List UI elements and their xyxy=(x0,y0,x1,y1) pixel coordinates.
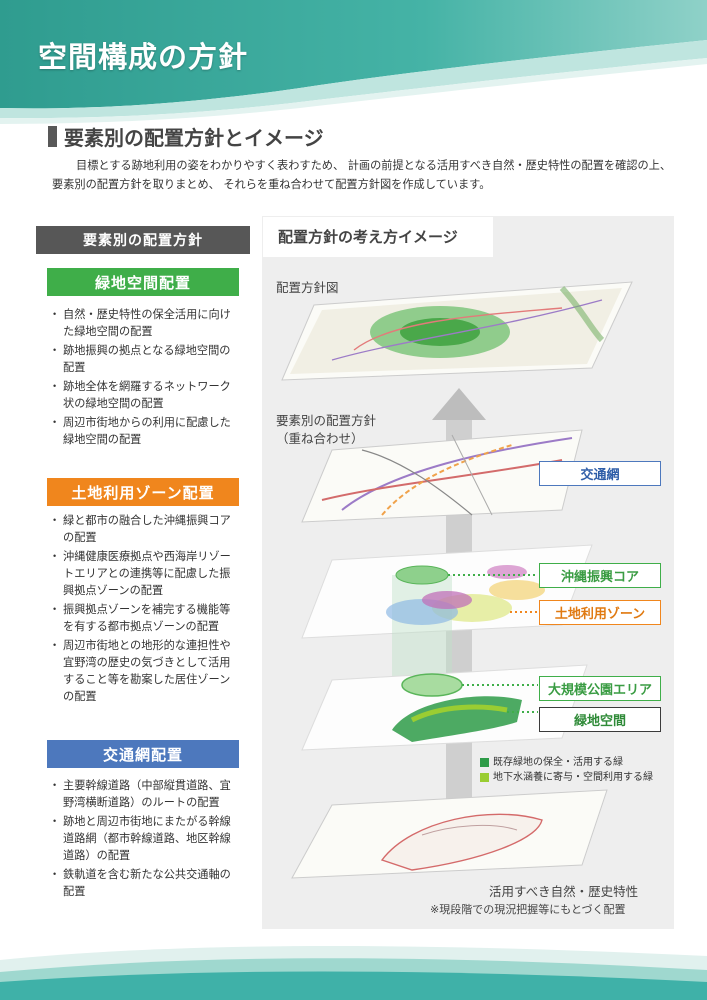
traffic-layer-map xyxy=(301,429,583,523)
map-label: 配置方針図 xyxy=(276,280,339,295)
list-item: 周辺市街地からの利用に配慮した緑地空間の配置 xyxy=(49,414,241,448)
top-layer-map xyxy=(281,281,633,381)
concept-panel-heading: 配置方針の考え方イメージ xyxy=(278,228,458,246)
list-item: 緑と都市の融合した沖縄振興コアの配置 xyxy=(49,512,241,546)
nature-layer-map xyxy=(291,789,608,879)
park-tag: 大規模公園エリア xyxy=(539,676,661,701)
traffic-heading: 交通網配置 xyxy=(47,740,239,768)
list-item: 主要幹線道路（中部縦貫道路、宜野湾横断道路）のルートの配置 xyxy=(49,777,241,811)
list-item: 周辺市街地との地形的な連担性や宜野湾の歴史の気づきとして活用すること等を勘案した… xyxy=(49,637,241,705)
overlay-label: 要素別の配置方針 xyxy=(276,413,377,428)
green-space-heading: 緑地空間配置 xyxy=(47,268,239,296)
list-item: 自然・歴史特性の保全活用に向けた緑地空間の配置 xyxy=(49,306,241,340)
list-item: 鉄軌道を含む新たな公共交通軸の配置 xyxy=(49,866,241,900)
section-marker xyxy=(48,126,57,147)
land-use-heading: 土地利用ゾーン配置 xyxy=(47,478,239,506)
left-column-heading: 要素別の配置方針 xyxy=(36,226,250,254)
layer-illustration: 配置方針図 要素別の配置方針 （重ね合わせ） xyxy=(276,280,633,879)
landuse-layer xyxy=(301,544,593,705)
bottom-label: 活用すべき自然・歴史特性 xyxy=(489,884,639,899)
green-space-list: 自然・歴史特性の保全活用に向けた緑地空間の配置 跡地振興の拠点となる緑地空間の配… xyxy=(49,306,241,450)
concept-panel-tab xyxy=(263,217,493,257)
page-title: 空間構成の方針 xyxy=(38,40,249,74)
list-item: 跡地全体を網羅するネットワーク状の緑地空間の配置 xyxy=(49,378,241,412)
list-item: 振興拠点ゾーンを補完する機能等を有する都市拠点ゾーンの配置 xyxy=(49,601,241,635)
footer-wave xyxy=(0,946,707,1000)
legend: 既存緑地の保全・活用する緑 地下水涵養に寄与・空間利用する緑 xyxy=(480,755,653,785)
intro-paragraph: 目標とする跡地利用の姿をわかりやすく表わすため、 計画の前提となる活用すべき自然… xyxy=(52,159,672,191)
overlay-label-sub: （重ね合わせ） xyxy=(276,431,364,446)
green-space-tag: 緑地空間 xyxy=(539,707,661,732)
landuse-tag: 土地利用ゾーン xyxy=(539,600,661,625)
legend-swatch xyxy=(480,773,489,782)
list-item: 沖縄健康医療拠点や西海岸リゾートエリアとの連携等に配慮した振興拠点ゾーンの配置 xyxy=(49,548,241,599)
land-use-list: 緑と都市の融合した沖縄振興コアの配置 沖縄健康医療拠点や西海岸リゾートエリアとの… xyxy=(49,512,241,707)
legend-item: 既存緑地の保全・活用する緑 xyxy=(480,755,653,770)
bottom-note: ※現段階での現況把握等にもとづく配置 xyxy=(430,903,626,916)
traffic-list: 主要幹線道路（中部縦貫道路、宜野湾横断道路）のルートの配置 跡地と周辺市街地にま… xyxy=(49,777,241,902)
legend-item: 地下水涵養に寄与・空間利用する緑 xyxy=(480,770,653,785)
section-title: 要素別の配置方針とイメージ xyxy=(64,126,324,150)
intro-text: 目標とする跡地利用の姿をわかりやすく表わすため、 計画の前提となる活用すべき自然… xyxy=(52,156,672,194)
list-item: 跡地と周辺市街地にまたがる幹線道路網（都市幹線道路、地区幹線道路）の配置 xyxy=(49,813,241,864)
header-wave-banner xyxy=(0,0,707,124)
list-item: 跡地振興の拠点となる緑地空間の配置 xyxy=(49,342,241,376)
traffic-tag: 交通網 xyxy=(539,461,661,486)
green-layer xyxy=(301,664,588,751)
core-tag: 沖縄振興コア xyxy=(539,563,661,588)
legend-swatch xyxy=(480,758,489,767)
